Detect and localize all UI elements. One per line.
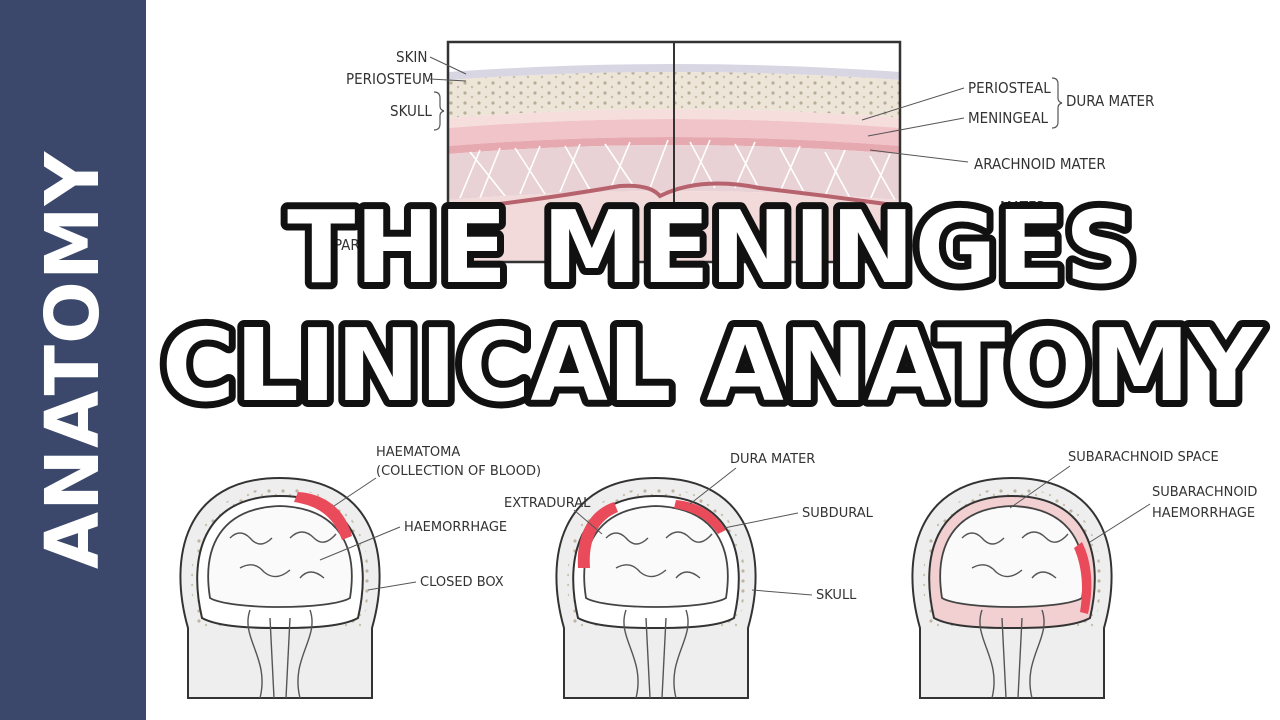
title-line-1: THE MENINGES: [287, 189, 1137, 306]
label-skin: SKIN: [396, 48, 428, 66]
brain-diagram-closed-box: [179, 476, 381, 699]
label-subarachnoid-haemorrhage: HAEMORRHAGE: [1152, 506, 1255, 521]
label-closed-box: CLOSED BOX: [420, 575, 504, 590]
brain-diagram-extradural-subdural: [555, 476, 757, 699]
label-haematoma: HAEMATOMA: [376, 445, 460, 460]
brain-diagram-subarachnoid: [911, 476, 1113, 699]
label-subdural: SUBDURAL: [802, 506, 874, 521]
label-parenchyma: PARENCHY: [334, 236, 407, 254]
label-meningeal: MENINGEAL: [968, 109, 1049, 127]
label-pia-mater: MATER: [1000, 198, 1046, 216]
label-collection-of-blood: (COLLECTION OF BLOOD): [376, 464, 541, 479]
layers-diagram: SKIN PERIOSTEUM SKULL PARENCHY PERIOSTEA…: [334, 40, 1154, 264]
sidebar: ANATOMY: [0, 0, 146, 720]
label-extradural: EXTRADURAL: [504, 496, 591, 511]
label-periosteum: PERIOSTEUM: [346, 70, 434, 88]
label-subarachnoid-space: SUBARACHNOID SPACE: [1068, 450, 1219, 465]
label-arachnoid-mater: ARACHNOID MATER: [974, 155, 1106, 173]
label-haemorrhage: HAEMORRHAGE: [404, 520, 507, 535]
label-subarachnoid: SUBARACHNOID: [1152, 485, 1257, 500]
label-skull: SKULL: [390, 102, 432, 120]
label-periosteal: PERIOSTEAL: [968, 79, 1051, 97]
title-line-2: CLINICAL ANATOMY: [162, 307, 1264, 424]
label-dura-mater: DURA MATER: [1066, 92, 1154, 110]
label-dura-mater-2: DURA MATER: [730, 452, 815, 467]
label-skull-2: SKULL: [816, 588, 857, 603]
